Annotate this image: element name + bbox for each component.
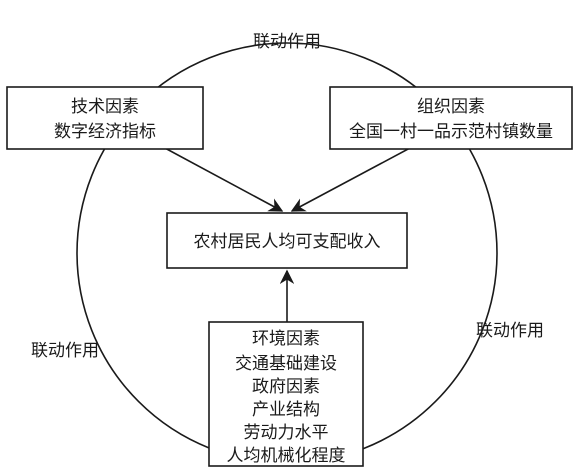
linkage-label-bottom-left: 联动作用	[31, 341, 99, 361]
technical-factor-line: 数字经济指标	[54, 122, 156, 142]
technical-factor-title: 技术因素	[71, 97, 139, 117]
organizational-factor-box: 组织因素 全国一村一品示范村镇数量	[329, 86, 573, 150]
environmental-factor-line: 政府因素	[252, 377, 320, 397]
environmental-factor-line: 产业结构	[252, 400, 320, 420]
organizational-factor-title: 组织因素	[417, 97, 485, 117]
environmental-factor-title: 环境因素	[252, 329, 320, 349]
arrow-technical-to-income	[149, 139, 284, 212]
environmental-factor-line: 人均机械化程度	[227, 446, 346, 466]
income-box-title: 农村居民人均可支配收入	[194, 232, 381, 252]
income-box: 农村居民人均可支配收入	[166, 212, 408, 269]
organizational-factor-line: 全国一村一品示范村镇数量	[349, 122, 553, 142]
linkage-label-bottom-right: 联动作用	[476, 321, 544, 341]
arrow-organizational-to-income	[290, 139, 426, 212]
environmental-factor-box: 环境因素 交通基础建设 政府因素 产业结构 劳动力水平 人均机械化程度	[208, 321, 364, 467]
technical-factor-box: 技术因素 数字经济指标	[6, 86, 204, 150]
environmental-factor-line: 劳动力水平	[244, 423, 329, 443]
linkage-label-top: 联动作用	[253, 32, 321, 52]
environmental-factor-line: 交通基础建设	[235, 354, 337, 374]
